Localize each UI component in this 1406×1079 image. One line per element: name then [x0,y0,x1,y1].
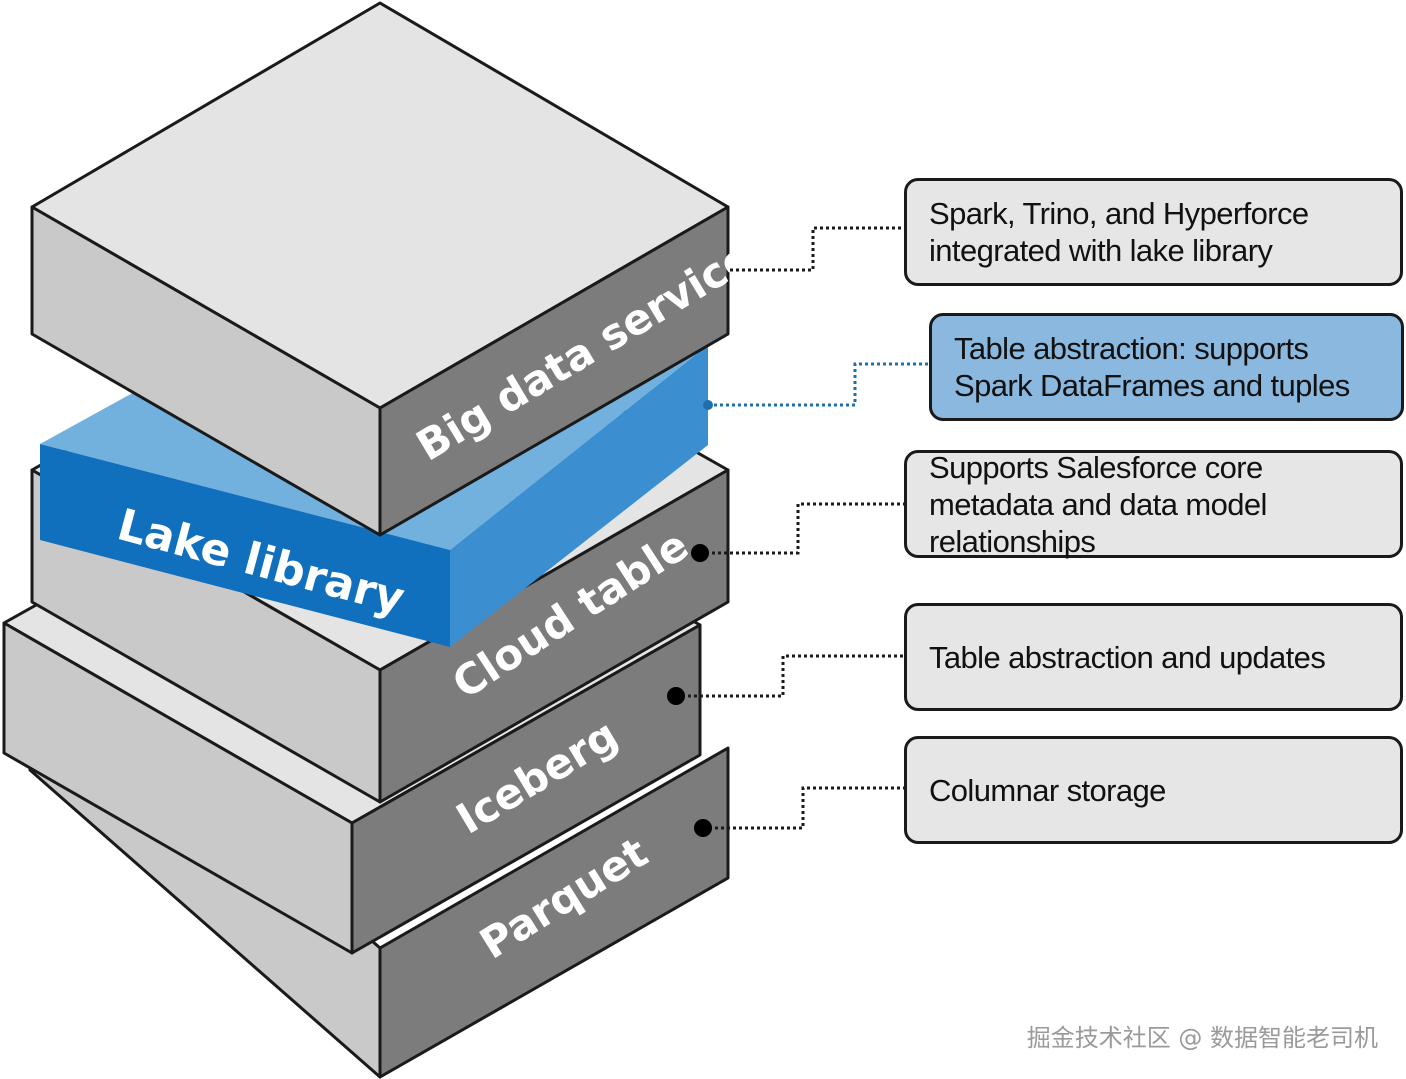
callout-text-parquet: Columnar storage [929,772,1166,808]
connector-dot-parquet [694,819,712,837]
callout-text-cloud-table: Supports Salesforce core metadata and da… [929,449,1267,559]
callout-lake-library: Table abstraction: supports Spark DataFr… [929,313,1404,421]
callout-cloud-table: Supports Salesforce core metadata and da… [904,449,1403,559]
connector-parquet [694,786,906,837]
callout-text-big-data-service: Spark, Trino, and Hyperforce integrated … [929,196,1309,268]
callout-parquet: Columnar storage [904,736,1403,844]
watermark: 掘金技术社区 @ 数据智能老司机 [1026,1024,1378,1052]
connector-dot-iceberg [667,687,685,705]
connector-dot-cloud-table [691,544,709,562]
connector-iceberg [667,654,906,705]
callout-big-data-service: Spark, Trino, and Hyperforce integrated … [904,178,1403,286]
connector-big-data-service [730,226,906,272]
connector-lake-library [703,362,930,410]
callout-text-iceberg: Table abstraction and updates [929,639,1326,675]
callout-iceberg: Table abstraction and updates [904,603,1403,711]
connector-cloud-table [691,502,906,562]
callout-text-lake-library: Table abstraction: supports Spark DataFr… [954,331,1350,403]
